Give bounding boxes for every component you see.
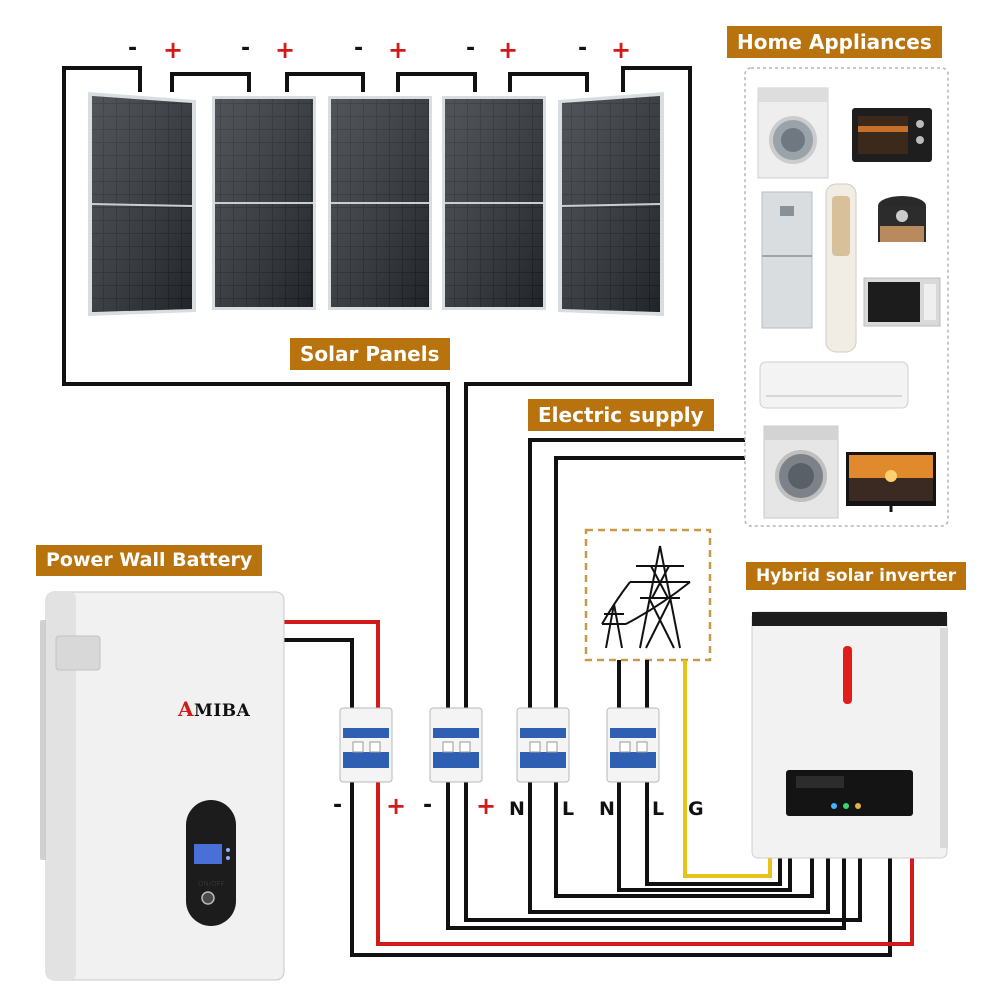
solar-panel-5: [558, 92, 664, 316]
bus-wiring: [284, 620, 914, 957]
circuit-breakers: [339, 707, 660, 783]
panel-4-plus-sign: +: [498, 36, 519, 64]
panel-5-minus-sign: -: [578, 36, 588, 61]
refrigerator-icon: [761, 191, 813, 329]
breaker-grid: [606, 707, 660, 783]
rice-cooker-icon: [878, 196, 926, 242]
panel-2-plus-sign: +: [275, 36, 296, 64]
battery-plus-terminal: +: [386, 792, 407, 820]
power-grid-tower: [584, 528, 712, 662]
front-load-washer-icon: [763, 425, 839, 519]
supply-n-terminal: N: [509, 798, 525, 820]
ground-terminal: G: [688, 798, 704, 820]
wall-air-conditioner-icon: [759, 361, 909, 409]
solar-panel-4: [442, 96, 546, 310]
grid-wiring: [617, 660, 772, 878]
grid-n-terminal: N: [599, 798, 615, 820]
microwave-icon: [863, 277, 941, 327]
battery-brand-logo: AMIBA: [178, 697, 250, 721]
panel-4-minus-sign: -: [466, 36, 476, 61]
panel-5-plus-sign: +: [611, 36, 632, 64]
brand-initial: A: [178, 697, 195, 721]
solar-panel-1: [88, 92, 196, 316]
panel-3-plus-sign: +: [388, 36, 409, 64]
panel-2-minus-sign: -: [241, 36, 251, 61]
tower-air-conditioner-icon: [825, 183, 857, 353]
hybrid-solar-inverter-label: Hybrid solar inverter: [746, 562, 967, 591]
washing-machine-icon: [757, 87, 829, 179]
hybrid-solar-inverter: [751, 611, 948, 859]
breaker-supply: [516, 707, 570, 783]
power-wall-battery: [40, 591, 285, 981]
battery-minus-terminal: -: [333, 793, 343, 818]
solar-panels-label: Solar Panels: [290, 338, 450, 370]
television-icon: [846, 452, 936, 512]
breaker-solar: [429, 707, 483, 783]
power-wall-battery-label: Power Wall Battery: [36, 545, 263, 576]
solar-plus-terminal: +: [476, 792, 497, 820]
panel-3-minus-sign: -: [354, 36, 364, 61]
electric-supply-label: Electric supply: [528, 399, 714, 431]
solar-panels: [88, 92, 664, 316]
solar-panel-2: [212, 96, 316, 310]
home-appliances-panel: [744, 67, 949, 527]
panel-1-plus-sign: +: [163, 36, 184, 64]
brand-rest: MIBA: [194, 701, 251, 721]
battery-switch-label: ON/OFF: [198, 880, 225, 888]
solar-array-wiring: [62, 66, 692, 715]
home-appliances-label: Home Appliances: [727, 26, 942, 58]
solar-minus-terminal: -: [423, 793, 433, 818]
electric-supply-wiring: [528, 438, 745, 715]
supply-l-terminal: L: [562, 798, 575, 820]
breaker-battery: [339, 707, 393, 783]
grid-l-terminal: L: [652, 798, 665, 820]
solar-panel-3: [328, 96, 432, 310]
panel-1-minus-sign: -: [128, 36, 138, 61]
toaster-oven-icon: [852, 108, 932, 162]
